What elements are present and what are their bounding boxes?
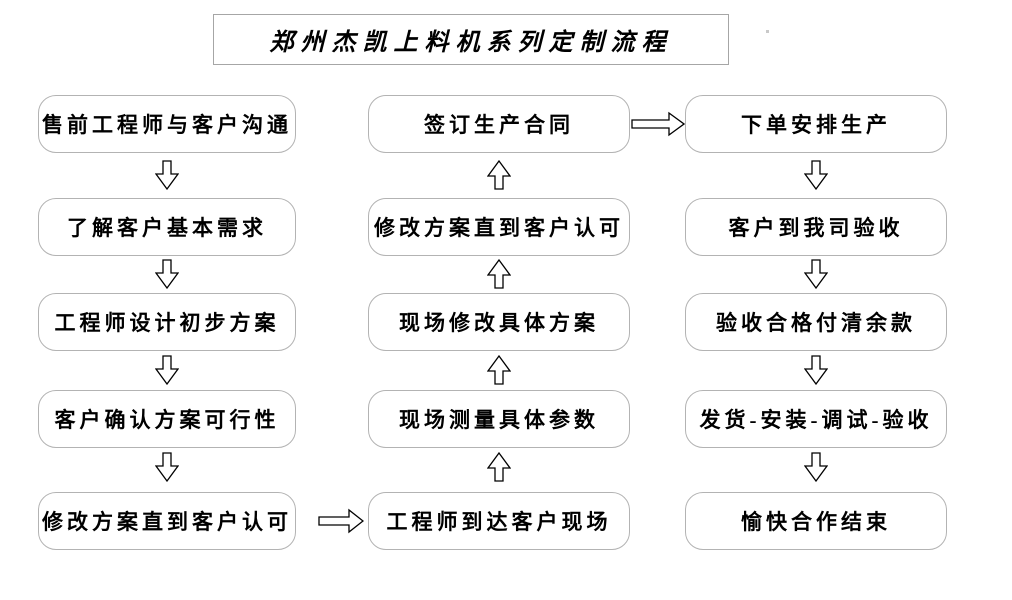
step-label: 客户确认方案可行性 [54, 408, 280, 432]
arrow-down-icon [804, 160, 828, 190]
step-pleasant-cooperation-end: 愉快合作结束 [685, 492, 947, 550]
step-label: 售前工程师与客户沟通 [42, 113, 292, 137]
arrow-up-icon [487, 160, 511, 190]
step-label: 现场测量具体参数 [399, 408, 599, 432]
step-customer-confirm-feasibility: 客户确认方案可行性 [38, 390, 296, 448]
step-sign-production-contract: 签订生产合同 [368, 95, 630, 153]
arrow-up-icon [487, 452, 511, 482]
step-label: 签订生产合同 [424, 113, 574, 137]
step-label: 工程师到达客户现场 [386, 510, 612, 534]
arrow-right-icon [631, 111, 685, 137]
arrow-down-icon [155, 160, 179, 190]
step-label: 下单安排生产 [741, 113, 891, 137]
arrow-right-icon [318, 508, 364, 534]
step-label: 发货-安装-调试-验收 [699, 408, 933, 432]
step-ship-install-debug-accept: 发货-安装-调试-验收 [685, 390, 947, 448]
step-label: 工程师设计初步方案 [54, 311, 280, 335]
arrow-down-icon [155, 355, 179, 385]
arrow-up-icon [487, 259, 511, 289]
step-label: 现场修改具体方案 [399, 311, 599, 335]
step-onsite-modify-plan: 现场修改具体方案 [368, 293, 630, 351]
arrow-down-icon [804, 259, 828, 289]
step-label: 修改方案直到客户认可 [42, 510, 292, 534]
step-presales-communication: 售前工程师与客户沟通 [38, 95, 296, 153]
step-order-arrange-production: 下单安排生产 [685, 95, 947, 153]
step-understand-basic-needs: 了解客户基本需求 [38, 198, 296, 256]
step-customer-inspect-at-company: 客户到我司验收 [685, 198, 947, 256]
step-label: 验收合格付清余款 [716, 311, 916, 335]
page-title: 郑州杰凯上料机系列定制流程 [269, 30, 673, 56]
step-revise-plan-until-approved: 修改方案直到客户认可 [38, 492, 296, 550]
step-label: 客户到我司验收 [728, 216, 904, 240]
stray-dot [766, 30, 769, 33]
step-label: 愉快合作结束 [741, 510, 891, 534]
arrow-down-icon [155, 259, 179, 289]
step-onsite-measure-parameters: 现场测量具体参数 [368, 390, 630, 448]
arrow-down-icon [804, 355, 828, 385]
arrow-down-icon [155, 452, 179, 482]
step-engineer-preliminary-design: 工程师设计初步方案 [38, 293, 296, 351]
step-revise-plan-until-approved-onsite: 修改方案直到客户认可 [368, 198, 630, 256]
arrow-up-icon [487, 355, 511, 385]
flowchart-title-box: 郑州杰凯上料机系列定制流程 [213, 14, 729, 65]
step-label: 修改方案直到客户认可 [374, 216, 624, 240]
step-acceptance-pay-balance: 验收合格付清余款 [685, 293, 947, 351]
arrow-down-icon [804, 452, 828, 482]
step-engineer-arrive-customer-site: 工程师到达客户现场 [368, 492, 630, 550]
step-label: 了解客户基本需求 [67, 216, 267, 240]
